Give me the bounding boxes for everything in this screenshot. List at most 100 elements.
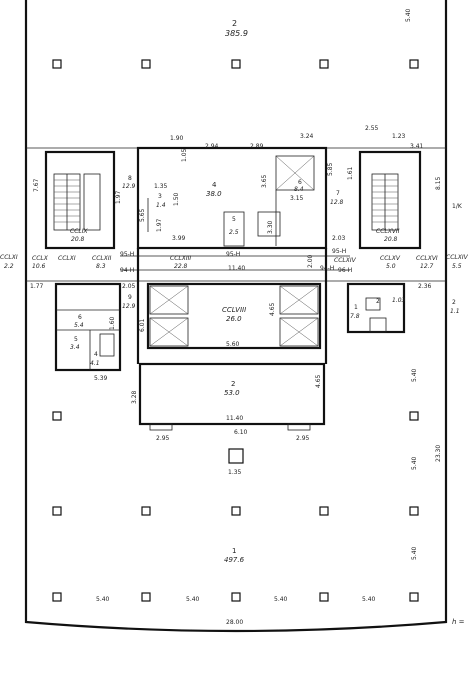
room-number: 6	[78, 314, 82, 321]
column	[52, 59, 62, 69]
dimension-label: 5.40	[411, 546, 418, 560]
dimension-label: 11.40	[226, 415, 243, 422]
room-area: 2.5	[229, 229, 239, 236]
dimension-label: 1.90	[170, 135, 184, 142]
outer-wall	[24, 0, 448, 633]
hall-room	[138, 362, 326, 431]
column	[52, 411, 62, 421]
column	[141, 506, 151, 516]
room-area: 20.8	[71, 236, 85, 243]
room-number: 4	[94, 351, 98, 358]
room-number: CCLXI	[0, 254, 18, 261]
room-area: 1.03	[392, 297, 406, 304]
column	[141, 59, 151, 69]
column-large	[228, 448, 244, 464]
room-number: CCLX	[32, 255, 49, 262]
dimension-label: 1.60	[109, 316, 116, 330]
dimension-label: 4.65	[269, 302, 276, 316]
column	[231, 59, 241, 69]
room-number: CCLXI	[58, 255, 76, 262]
dimension-label: 2.55	[365, 125, 379, 132]
dimension-label: 6.10	[234, 429, 248, 436]
dimension-label: 1.61	[347, 166, 354, 180]
room-area: 497.6	[224, 556, 245, 564]
dimension-label: 5.40	[362, 596, 376, 603]
room-area: 5.5	[452, 263, 462, 270]
central-upper-block	[136, 146, 328, 250]
dimension-label: 94-H	[320, 265, 334, 272]
dimension-label: 95-H	[226, 251, 240, 258]
dimension-label: 23.30	[435, 445, 442, 462]
lift-block	[146, 282, 322, 350]
dimension-label: 96-H	[338, 267, 352, 274]
dimension-label: 2.89	[250, 143, 264, 150]
room-number: CCLXIII	[170, 255, 191, 262]
dimension-label: 2.95	[296, 435, 310, 442]
dimension-label: 95-H	[332, 248, 346, 255]
dimension-label: 5.40	[274, 596, 288, 603]
dimension-label: 5.85	[327, 162, 334, 176]
dimension-label: 5.39	[94, 375, 108, 382]
dimension-label: 3.41	[410, 143, 424, 150]
room-area: 12.9	[122, 303, 136, 310]
dimension-label: 5.40	[96, 596, 110, 603]
room-area: 12.9	[122, 183, 136, 190]
column	[141, 592, 151, 602]
room-number: CCLXII	[92, 255, 112, 262]
dimension-label: 5.40	[186, 596, 200, 603]
dimension-labels: 5.40 1.90 2.94 2.89 3.24 2.55 1.23 3.41 …	[30, 8, 465, 626]
room-number: CCLIX	[70, 228, 88, 235]
room-area: 385.9	[225, 29, 248, 38]
room-number: 9	[128, 294, 132, 301]
column	[409, 506, 419, 516]
column	[319, 592, 329, 602]
left-wet-rooms	[54, 282, 122, 372]
column	[52, 506, 62, 516]
room-area: 12.8	[330, 199, 344, 206]
column	[409, 411, 419, 421]
dimension-label: 3.65	[261, 174, 268, 188]
dimension-label: 2.95	[156, 435, 170, 442]
room-area: 12.7	[420, 263, 434, 270]
dimension-label: 5.40	[411, 456, 418, 470]
dimension-label: 3.28	[131, 390, 138, 404]
dimension-label: 8.15	[435, 176, 442, 190]
room-number: 1	[354, 304, 358, 311]
dimension-label: 2.03	[332, 235, 346, 242]
column	[52, 592, 62, 602]
right-small-rooms	[346, 282, 406, 334]
dimension-label: 95-H	[120, 251, 134, 258]
room-number: 5	[232, 216, 236, 223]
dimension-label: 6.01	[139, 318, 146, 332]
room-number: 2	[452, 299, 456, 306]
room-area: 20.8	[384, 236, 398, 243]
dimension-label: 11.40	[228, 265, 245, 272]
room-area: 22.8	[174, 263, 188, 270]
room-area: 26.0	[226, 315, 242, 323]
room-area: 8.3	[96, 263, 106, 270]
column	[319, 59, 329, 69]
dimension-label: 1.23	[392, 133, 406, 140]
room-area: 38.0	[206, 190, 222, 198]
dimension-label: 2.00	[307, 254, 314, 268]
room-number: 2	[231, 380, 235, 388]
room-labels: 2 385.9 4 38.0 3 1.4 5 2.5 6 8.4 7 12.8 …	[0, 19, 469, 564]
column	[231, 506, 241, 516]
room-number: 7	[336, 190, 340, 197]
columns-top	[52, 59, 419, 69]
room-number: 3	[158, 193, 162, 200]
room-number: CCLXIV	[334, 257, 357, 264]
room-number: 6	[298, 179, 302, 186]
column	[409, 592, 419, 602]
dimension-label: 1/K	[452, 203, 463, 210]
room-area: 5.4	[74, 322, 84, 329]
dimension-label: 5.40	[411, 368, 418, 382]
room-number: 8	[128, 175, 132, 182]
room-number: CCLXIV	[446, 254, 469, 261]
dimension-label: 1.05	[181, 148, 188, 162]
room-number: 2	[232, 19, 237, 28]
room-number: CCLXVII	[376, 228, 400, 235]
column	[231, 592, 241, 602]
dimension-label: 28.00	[226, 619, 243, 626]
